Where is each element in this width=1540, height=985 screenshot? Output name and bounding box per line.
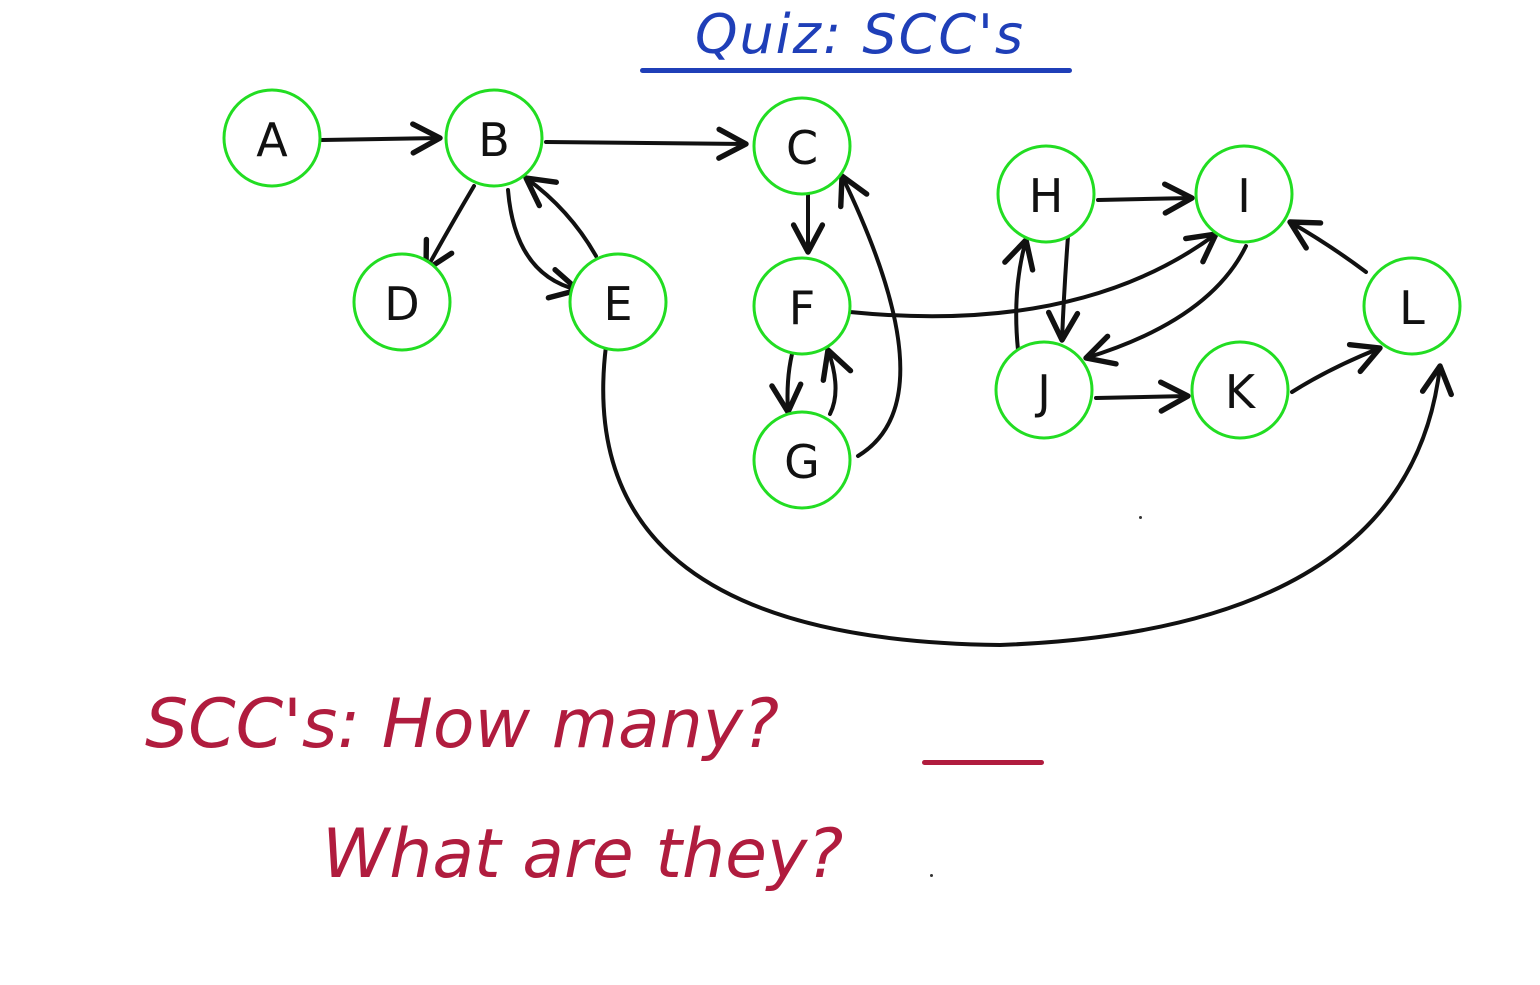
node-e: E — [568, 252, 668, 352]
edge-b-to-c — [544, 126, 749, 161]
node-circle — [1362, 256, 1462, 356]
node-g: G — [752, 410, 852, 510]
edge-i-to-j — [1083, 244, 1248, 367]
question-what-are-they: What are they? — [322, 815, 844, 894]
edge-k-to-l — [1290, 341, 1383, 394]
node-d: D — [352, 252, 452, 352]
node-label: L — [1399, 281, 1425, 335]
edge-j-to-k — [1094, 379, 1191, 414]
edge-j-to-h — [1002, 237, 1036, 352]
edge-e-to-b — [523, 175, 598, 258]
node-circle — [752, 410, 852, 510]
edge-f-to-i — [848, 231, 1219, 319]
node-circle — [752, 96, 852, 196]
edge-b-to-e — [506, 188, 581, 301]
title-underline — [640, 68, 1072, 73]
node-label: I — [1237, 169, 1251, 223]
node-circle — [1194, 144, 1294, 244]
node-f: F — [752, 256, 852, 356]
node-b: B — [444, 88, 544, 188]
edge-g-to-f — [820, 347, 854, 416]
node-h: H — [996, 144, 1096, 244]
node-circle — [568, 252, 668, 352]
stray-dot — [1139, 516, 1142, 519]
node-label: C — [786, 121, 818, 175]
node-label: E — [603, 277, 632, 331]
node-k: K — [1190, 340, 1290, 440]
node-circle — [352, 252, 452, 352]
node-circle — [1190, 340, 1290, 440]
node-label: F — [789, 281, 815, 335]
nodes-layer: A B C D E F G H I J K L — [222, 88, 1462, 510]
edges-layer — [320, 121, 1454, 647]
node-label: H — [1029, 169, 1064, 223]
edge-h-to-i — [1096, 181, 1195, 216]
quiz-title: Quiz: SCC's — [694, 3, 1026, 66]
node-circle — [444, 88, 544, 188]
node-label: B — [478, 113, 510, 167]
answer-blank[interactable] — [922, 760, 1044, 765]
node-label: D — [384, 277, 419, 331]
node-j: J — [994, 340, 1094, 440]
edge-e-to-l — [601, 344, 1454, 647]
edge-b-to-d — [423, 184, 476, 273]
node-a: A — [222, 88, 322, 188]
node-circle — [752, 256, 852, 356]
node-c: C — [752, 96, 852, 196]
node-circle — [994, 340, 1094, 440]
node-label: G — [784, 435, 820, 489]
edge-a-to-b — [320, 121, 443, 156]
edge-g-to-c — [838, 173, 903, 458]
node-label: K — [1225, 365, 1257, 419]
question-how-many: SCC's: How many? — [145, 685, 780, 764]
node-label: J — [1034, 365, 1051, 419]
node-circle — [996, 144, 1096, 244]
node-circle — [222, 88, 322, 188]
edge-f-to-g — [769, 352, 804, 415]
node-l: L — [1362, 256, 1462, 356]
node-i: I — [1194, 144, 1294, 244]
edge-l-to-i — [1287, 219, 1368, 274]
stray-dot — [930, 874, 933, 877]
node-label: A — [256, 113, 288, 167]
edge-h-to-j — [1045, 234, 1081, 343]
